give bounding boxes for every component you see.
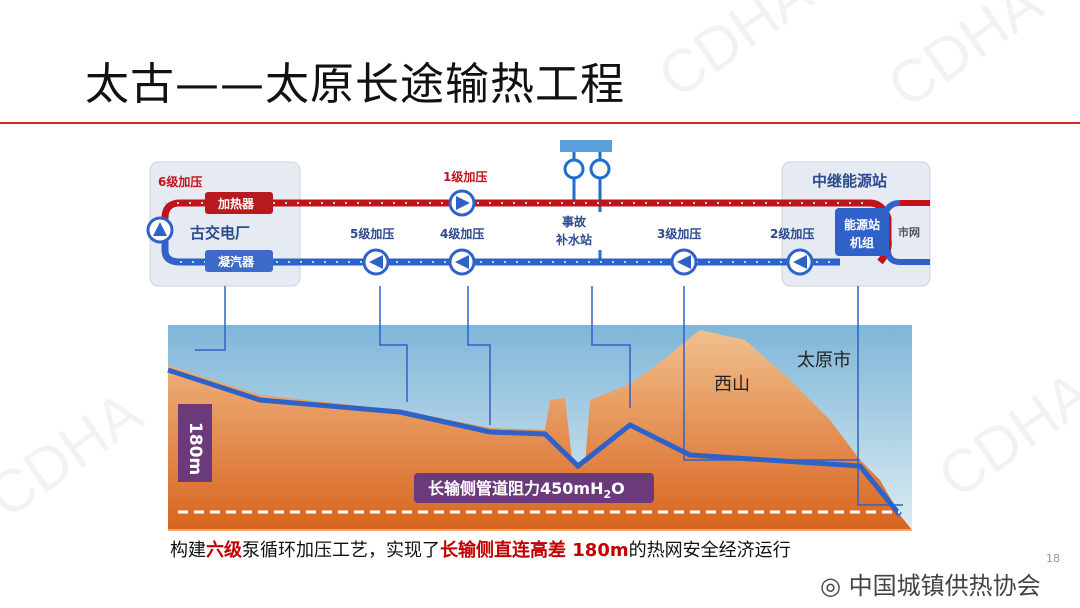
- caption-text: 泵循环加压工艺，实现了: [242, 540, 440, 561]
- pump-icon: [448, 248, 476, 276]
- pump-icon: [786, 248, 814, 276]
- page-number: 18: [1046, 552, 1060, 565]
- pump-icon: [670, 248, 698, 276]
- caption: 构建六级泵循环加压工艺，实现了长输侧直连高差 180m的热网安全经济运行: [170, 536, 791, 562]
- pump-icon: [448, 189, 476, 217]
- city-network-label: 市网: [898, 225, 920, 239]
- stage3-label: 3级加压: [657, 226, 701, 241]
- title-divider: [0, 122, 1080, 124]
- caption-text: 构建: [170, 540, 206, 561]
- makeup-pump-icon: [589, 158, 611, 180]
- return-pipe: [161, 218, 840, 266]
- resistance-label: 长输侧管道阻力450mH2O: [428, 479, 625, 501]
- height-label: 180m: [185, 422, 205, 475]
- pump-icon: [146, 216, 174, 244]
- relay-unit-label: 机组: [850, 235, 874, 250]
- pump-icon: [362, 248, 390, 276]
- caption-text: 的热网安全经济运行: [628, 540, 791, 561]
- org-watermark: 中国城镇供热协会: [848, 572, 1041, 600]
- stage1-label: 1级加压: [443, 169, 487, 184]
- relay-title: 中继能源站: [812, 172, 887, 190]
- height-badge: [178, 404, 212, 482]
- caption-highlight: 长输侧直连高差 180m: [440, 540, 629, 561]
- emergency-label: 事故: [562, 214, 587, 229]
- relay-unit-label: 能源站: [844, 217, 880, 232]
- relay-unit: [835, 208, 889, 256]
- plant-label: 古交电厂: [190, 224, 250, 242]
- wechat-watermark: ◎ 中国城镇供热协会: [820, 572, 1041, 600]
- condenser-label: 凝汽器: [218, 254, 255, 269]
- makeup-tank: [560, 140, 612, 152]
- stage5-label: 5级加压: [350, 226, 394, 241]
- heater: [205, 192, 273, 214]
- stage4-label: 4级加压: [440, 226, 484, 241]
- stage2-label: 2级加压: [770, 226, 814, 241]
- terrain-ground: [168, 330, 912, 530]
- condenser: [205, 250, 273, 272]
- emergency-label: 补水站: [555, 232, 592, 247]
- city-label: 太原市: [797, 350, 851, 371]
- page-title: 太古——太原长途输热工程: [85, 59, 625, 110]
- stage6-label: 6级加压: [158, 174, 202, 189]
- makeup-pump-icon: [563, 158, 585, 180]
- caption-highlight: 六级: [206, 540, 242, 561]
- heater-label: 加热器: [217, 196, 255, 211]
- resistance-badge: [414, 473, 654, 503]
- mountain-label: 西山: [714, 374, 750, 395]
